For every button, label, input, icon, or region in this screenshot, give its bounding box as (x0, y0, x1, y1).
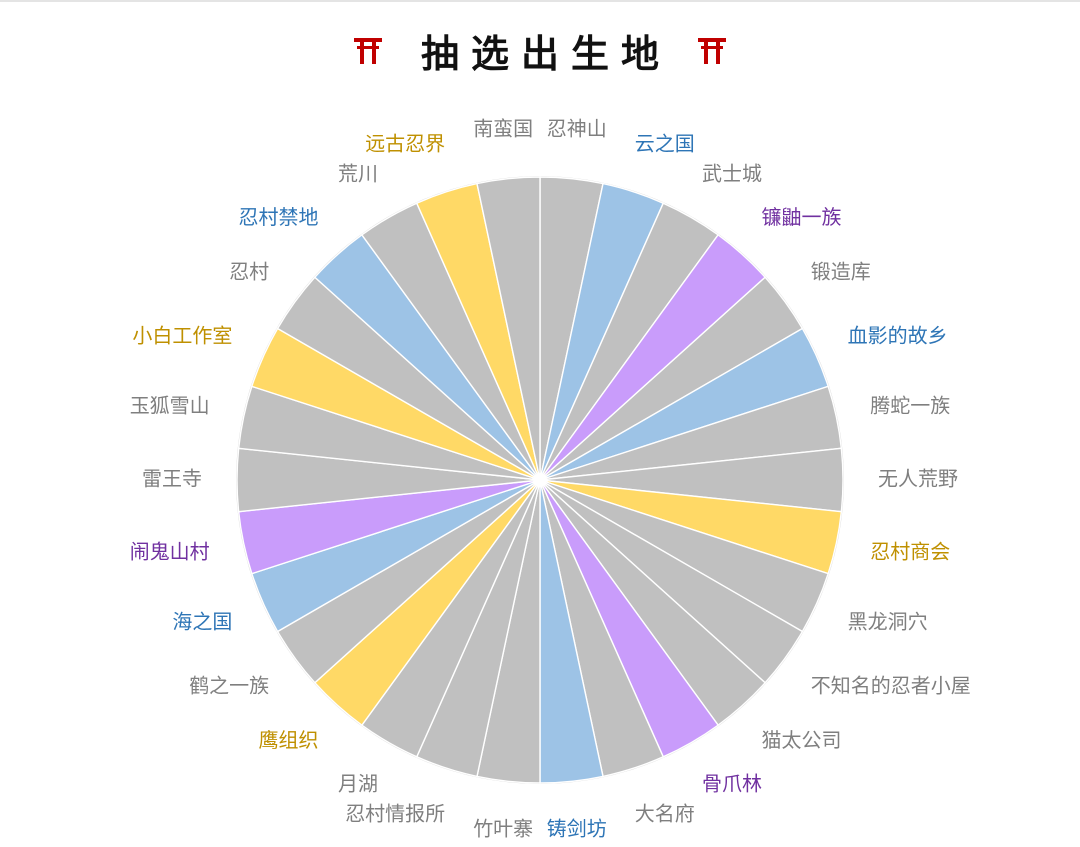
slice-label: 海之国 (172, 610, 232, 634)
slice-label: 忍神山 (547, 116, 607, 140)
slice-label: 云之国 (635, 132, 695, 156)
slice-label: 忍村情报所 (345, 801, 445, 825)
wheel-center-hub (535, 475, 545, 485)
slice-label: 腾蛇一族 (870, 393, 950, 417)
pie-slice[interactable] (476, 176, 541, 481)
slice-label: 竹叶寨 (473, 817, 533, 841)
slice-label: 武士城 (702, 162, 762, 186)
slice-label: 铸剑坊 (547, 817, 607, 841)
slice-label: 忍村禁地 (239, 205, 319, 229)
torii-gate-icon (698, 38, 726, 64)
slice-label: 不知名的忍者小屋 (811, 673, 971, 697)
slice-label: 玉狐雪山 (130, 393, 210, 417)
slice-label: 南蛮国 (473, 116, 533, 140)
slice-label: 忍村商会 (870, 540, 950, 564)
slice-label: 忍村 (229, 260, 269, 284)
slice-label: 鹤之一族 (189, 673, 269, 697)
torii-gate-icon (353, 38, 382, 64)
slice-label: 骨爪林 (702, 771, 762, 795)
top-divider (0, 0, 1080, 2)
slice-label: 镰鼬一族 (762, 205, 842, 229)
page-title: 抽选出生地 (420, 30, 671, 76)
title-bar: 抽选出生地 (0, 18, 1080, 82)
slice-label: 小白工作室 (132, 323, 232, 347)
slice-label: 月湖 (338, 771, 378, 795)
slice-label: 锻造库 (811, 260, 871, 284)
slice-label: 黑龙洞穴 (848, 610, 928, 634)
slice-label: 鹰组织 (259, 728, 319, 752)
slice-label: 雷王寺 (142, 467, 202, 491)
slice-label: 无人荒野 (878, 467, 958, 491)
slice-label: 闹鬼山村 (130, 540, 210, 564)
slice-label: 大名府 (635, 801, 695, 825)
slice-label: 血影的故乡 (848, 323, 948, 347)
slice-label: 远古忍界 (365, 132, 445, 156)
slice-label: 猫太公司 (762, 728, 842, 752)
slice-label: 荒川 (338, 162, 378, 186)
